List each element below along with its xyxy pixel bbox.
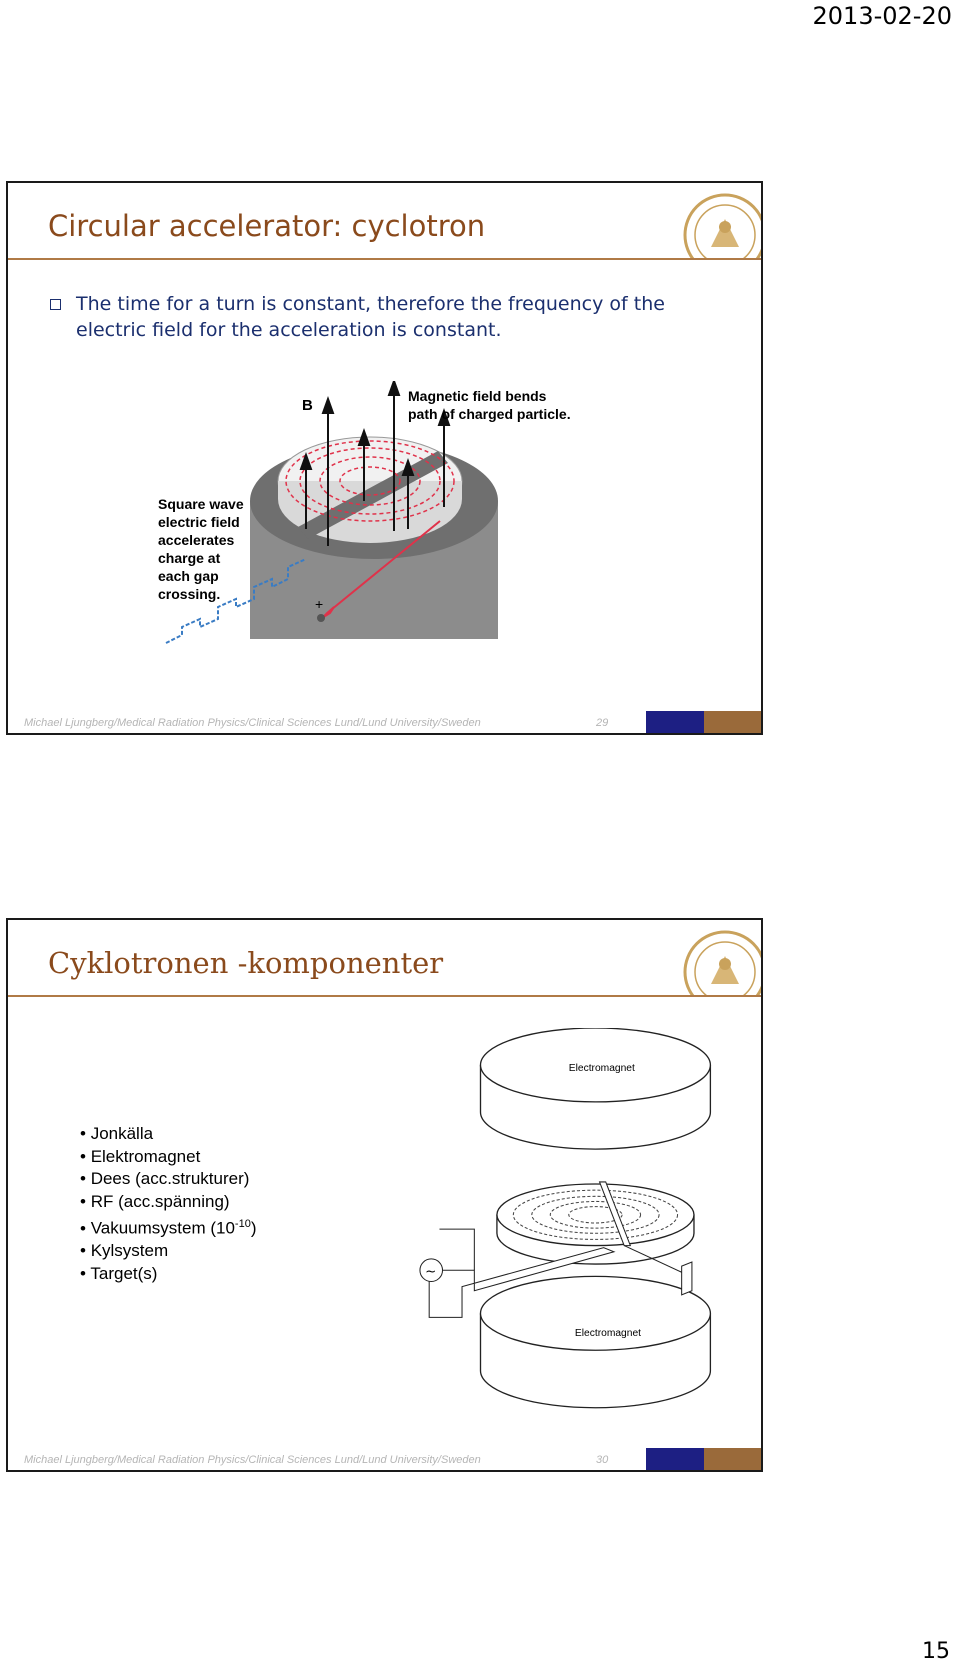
list-item: RF (acc.spänning) — [80, 1191, 257, 1214]
title-divider — [8, 258, 761, 260]
cyclotron-components-diagram: ~ Electromagnet Electromagnet — [419, 1028, 712, 1409]
slide-30: Cyklotronen -komponenter Jonkälla Elektr… — [6, 918, 763, 1472]
slide-footer: Michael Ljungberg/Medical Radiation Phys… — [8, 709, 761, 733]
components-list: Jonkälla Elektromagnet Dees (acc.struktu… — [80, 1123, 257, 1286]
square-wave-label-line: each gap — [158, 568, 219, 584]
university-seal-icon — [683, 930, 761, 996]
footer-text: Michael Ljungberg/Medical Radiation Phys… — [24, 717, 481, 729]
cyclotron-diagram: + B Magnetic field bends path of charged… — [158, 381, 571, 644]
slide-title: Cyklotronen -komponenter — [48, 946, 444, 980]
top-electromagnet-label: Electromagnet — [569, 1063, 635, 1074]
magnetic-label-line-1: Magnetic field bends — [408, 388, 547, 404]
footer-text: Michael Ljungberg/Medical Radiation Phys… — [24, 1454, 481, 1466]
slide-title: Circular accelerator: cyclotron — [48, 209, 486, 243]
square-wave-label-line: crossing. — [158, 586, 220, 602]
university-seal-icon — [683, 193, 761, 259]
vacuum-close: ) — [250, 1218, 257, 1238]
footer-blue-block — [646, 1448, 704, 1470]
page-number: 15 — [922, 1639, 950, 1664]
slide-footer: Michael Ljungberg/Medical Radiation Phys… — [8, 1446, 761, 1470]
square-wave-label-line: electric field — [158, 514, 240, 530]
slide-number: 30 — [596, 1454, 609, 1466]
square-wave-label-line: accelerates — [158, 532, 235, 548]
slide-number: 29 — [596, 717, 609, 729]
square-wave-label-line: Square wave — [158, 496, 244, 512]
footer-brown-block — [704, 1448, 761, 1470]
bottom-electromagnet-label: Electromagnet — [575, 1328, 641, 1339]
checkbox-bullet-icon — [50, 299, 61, 310]
square-wave-label-line: charge at — [158, 550, 221, 566]
list-item: Target(s) — [80, 1263, 257, 1286]
rf-source-icon: ~ — [425, 1264, 436, 1279]
footer-brown-block — [704, 711, 761, 733]
list-item: Jonkälla — [80, 1123, 257, 1146]
footer-blue-block — [646, 711, 704, 733]
list-item: Elektromagnet — [80, 1146, 257, 1169]
page-date: 2013-02-20 — [812, 2, 952, 30]
vacuum-text: Vakuumsystem (10 — [90, 1218, 235, 1238]
title-divider — [8, 995, 761, 997]
vacuum-exponent: -10 — [234, 1218, 251, 1230]
magnetic-label-line-2: path of charged particle. — [408, 406, 571, 422]
list-item: Dees (acc.strukturer) — [80, 1168, 257, 1191]
bullet-text: The time for a turn is constant, therefo… — [76, 293, 665, 341]
plus-label: + — [315, 596, 323, 612]
list-item: Vakuumsystem (10-10) — [80, 1213, 257, 1240]
b-field-label: B — [302, 397, 313, 414]
bullet-item: The time for a turn is constant, therefo… — [50, 291, 710, 343]
list-item: Kylsystem — [80, 1240, 257, 1263]
slide-29: Circular accelerator: cyclotron The time… — [6, 181, 763, 735]
